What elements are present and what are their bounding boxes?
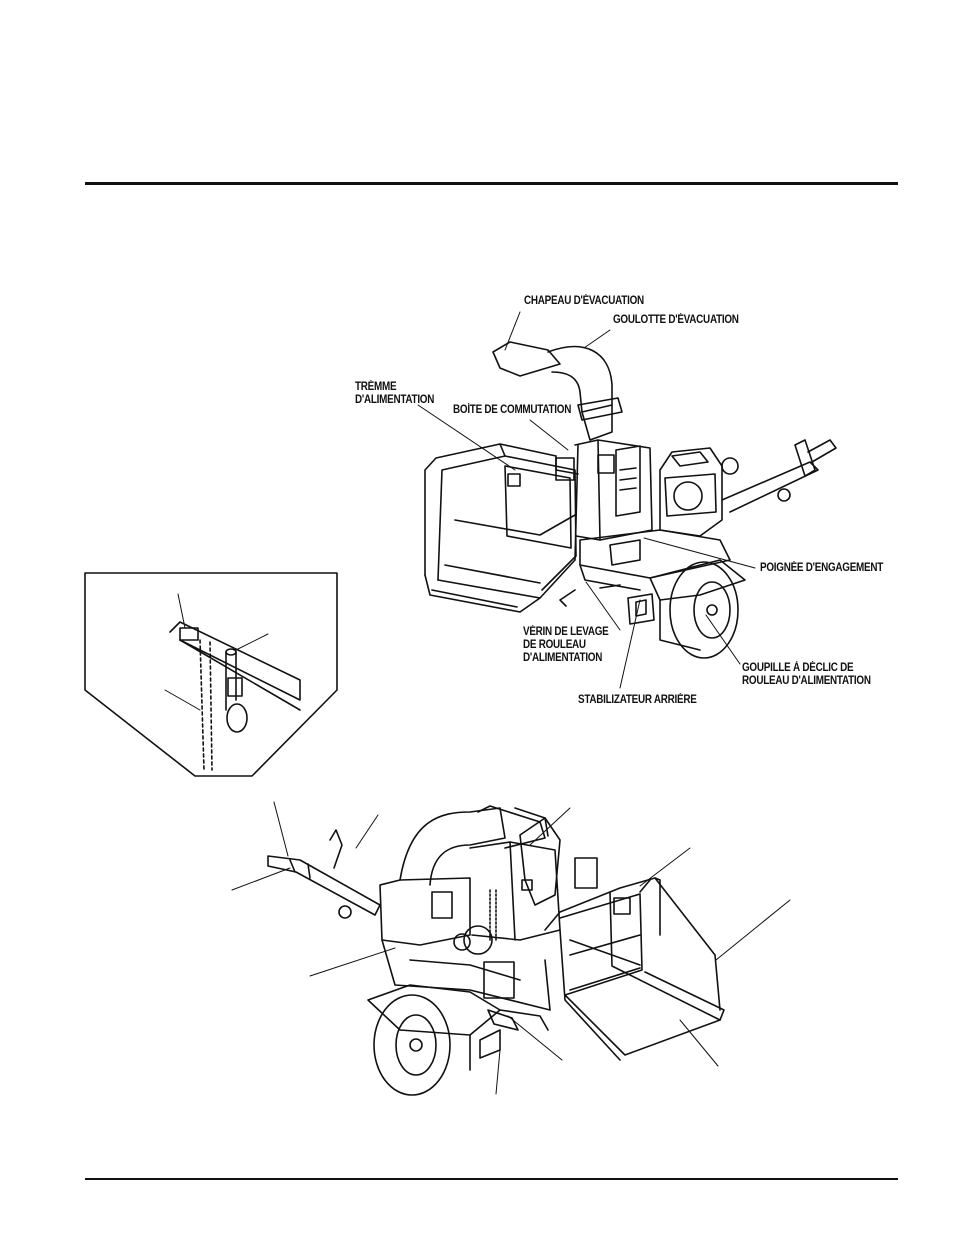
label-feed-roller-lift: VÉRIN DE LEVAGE DE ROULEAU D'ALIMENTATIO…	[523, 626, 609, 664]
label-exhaust-cap: CHAPEAU D'ÉVACUATION	[524, 295, 644, 307]
footer-rule	[85, 1178, 898, 1180]
label-switch-box: BOÍTE DE COMMUTATION	[453, 404, 572, 416]
label-engagement-handle: POIGNÉE D'ENGAGEMENT	[760, 562, 884, 574]
label-feed-roller-pin: GOUPILLE À DÉCLIC DE ROULEAU D'ALIMENTAT…	[742, 662, 871, 687]
label-rear-stabilizer: STABILIZATEUR ARRIÉRE	[578, 694, 697, 706]
label-feed-hopper: TRÉMME D'ALIMENTATION	[355, 381, 435, 406]
header-rule	[85, 182, 898, 185]
bottom-machine-drawing	[231, 801, 791, 1096]
top-machine-drawing	[417, 311, 837, 689]
label-exhaust-chute: GOULOTTE D'ÉVACUATION	[613, 314, 739, 326]
inset-drawing	[84, 572, 338, 777]
